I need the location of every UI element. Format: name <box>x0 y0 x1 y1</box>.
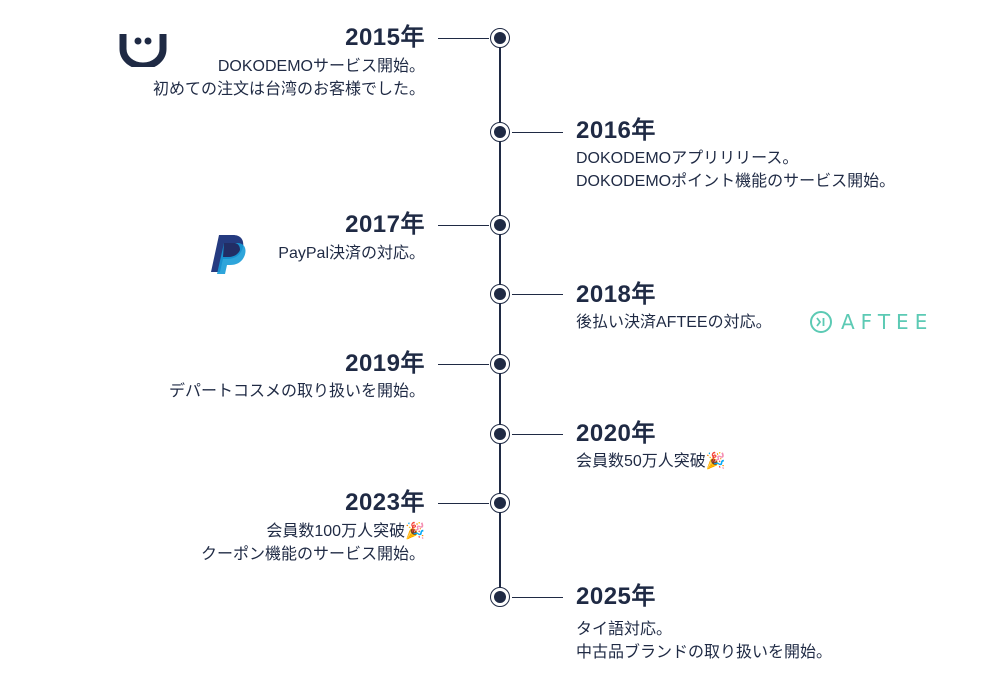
timeline-node-2017 <box>490 215 510 235</box>
desc-line: 初めての注文は台湾のお客様でした。 <box>152 81 425 98</box>
connector-2020 <box>512 434 563 435</box>
timeline-node-2018 <box>490 284 510 304</box>
paypal-logo-icon <box>211 235 246 274</box>
connector-2023 <box>438 503 489 504</box>
desc-line: DOKODEMOアプリリリース。 <box>576 150 799 167</box>
year-2016: 2016年 <box>576 117 656 144</box>
desc-line: デパートコスメの取り扱いを開始。 <box>168 383 425 400</box>
connector-2018 <box>512 294 563 295</box>
desc-line: クーポン機能のサービス開始。 <box>200 546 425 563</box>
desc-line: 後払い決済AFTEEの対応。 <box>576 314 772 331</box>
timeline-node-2016 <box>490 122 510 142</box>
desc-line: 中古品ブランドの取り扱いを開始。 <box>576 644 833 661</box>
event-desc-2025: タイ語対応。 中古品ブランドの取り扱いを開始。 <box>576 618 832 664</box>
desc-line: タイ語対応。 <box>576 621 673 638</box>
event-desc-2017: PayPal決済の対応。 <box>278 242 425 265</box>
year-2015: 2015年 <box>345 24 425 51</box>
connector-2017 <box>438 225 489 226</box>
event-desc-2016: DOKODEMOアプリリリース。 DOKODEMOポイント機能のサービス開始。 <box>576 147 895 193</box>
year-2018: 2018年 <box>576 281 656 308</box>
desc-line: 会員数50万人突破🎉 <box>576 453 726 470</box>
aftee-logo: AFTEE <box>809 310 933 334</box>
year-2019: 2019年 <box>345 350 425 377</box>
desc-line: PayPal決済の対応。 <box>278 245 425 262</box>
desc-line: DOKODEMOポイント機能のサービス開始。 <box>576 173 896 190</box>
connector-2019 <box>438 364 489 365</box>
year-2023: 2023年 <box>345 489 425 516</box>
year-2025: 2025年 <box>576 583 656 610</box>
timeline-node-2015 <box>490 28 510 48</box>
event-desc-2023: 会員数100万人突破🎉 クーポン機能のサービス開始。 <box>201 520 425 566</box>
event-desc-2019: デパートコスメの取り扱いを開始。 <box>169 380 425 403</box>
aftee-circle-icon <box>810 311 832 333</box>
timeline-axis <box>499 38 501 597</box>
event-desc-2020: 会員数50万人突破🎉 <box>576 450 726 473</box>
event-desc-2018: 後払い決済AFTEEの対応。 <box>576 311 772 334</box>
desc-line: 会員数100万人突破🎉 <box>266 523 425 540</box>
timeline-node-2023 <box>490 493 510 513</box>
year-2020: 2020年 <box>576 420 656 447</box>
desc-line: DOKODEMOサービス開始。 <box>217 58 425 75</box>
connector-2016 <box>512 132 563 133</box>
connector-2015 <box>438 38 489 39</box>
timeline-node-2020 <box>490 424 510 444</box>
year-2017: 2017年 <box>345 211 425 238</box>
aftee-wordmark: AFTEE <box>841 310 934 334</box>
timeline-node-2019 <box>490 354 510 374</box>
timeline-node-2025 <box>490 587 510 607</box>
event-desc-2015: DOKODEMOサービス開始。 初めての注文は台湾のお客様でした。 <box>153 55 425 101</box>
connector-2025 <box>512 597 563 598</box>
dokodemo-logo-icon <box>119 34 167 67</box>
